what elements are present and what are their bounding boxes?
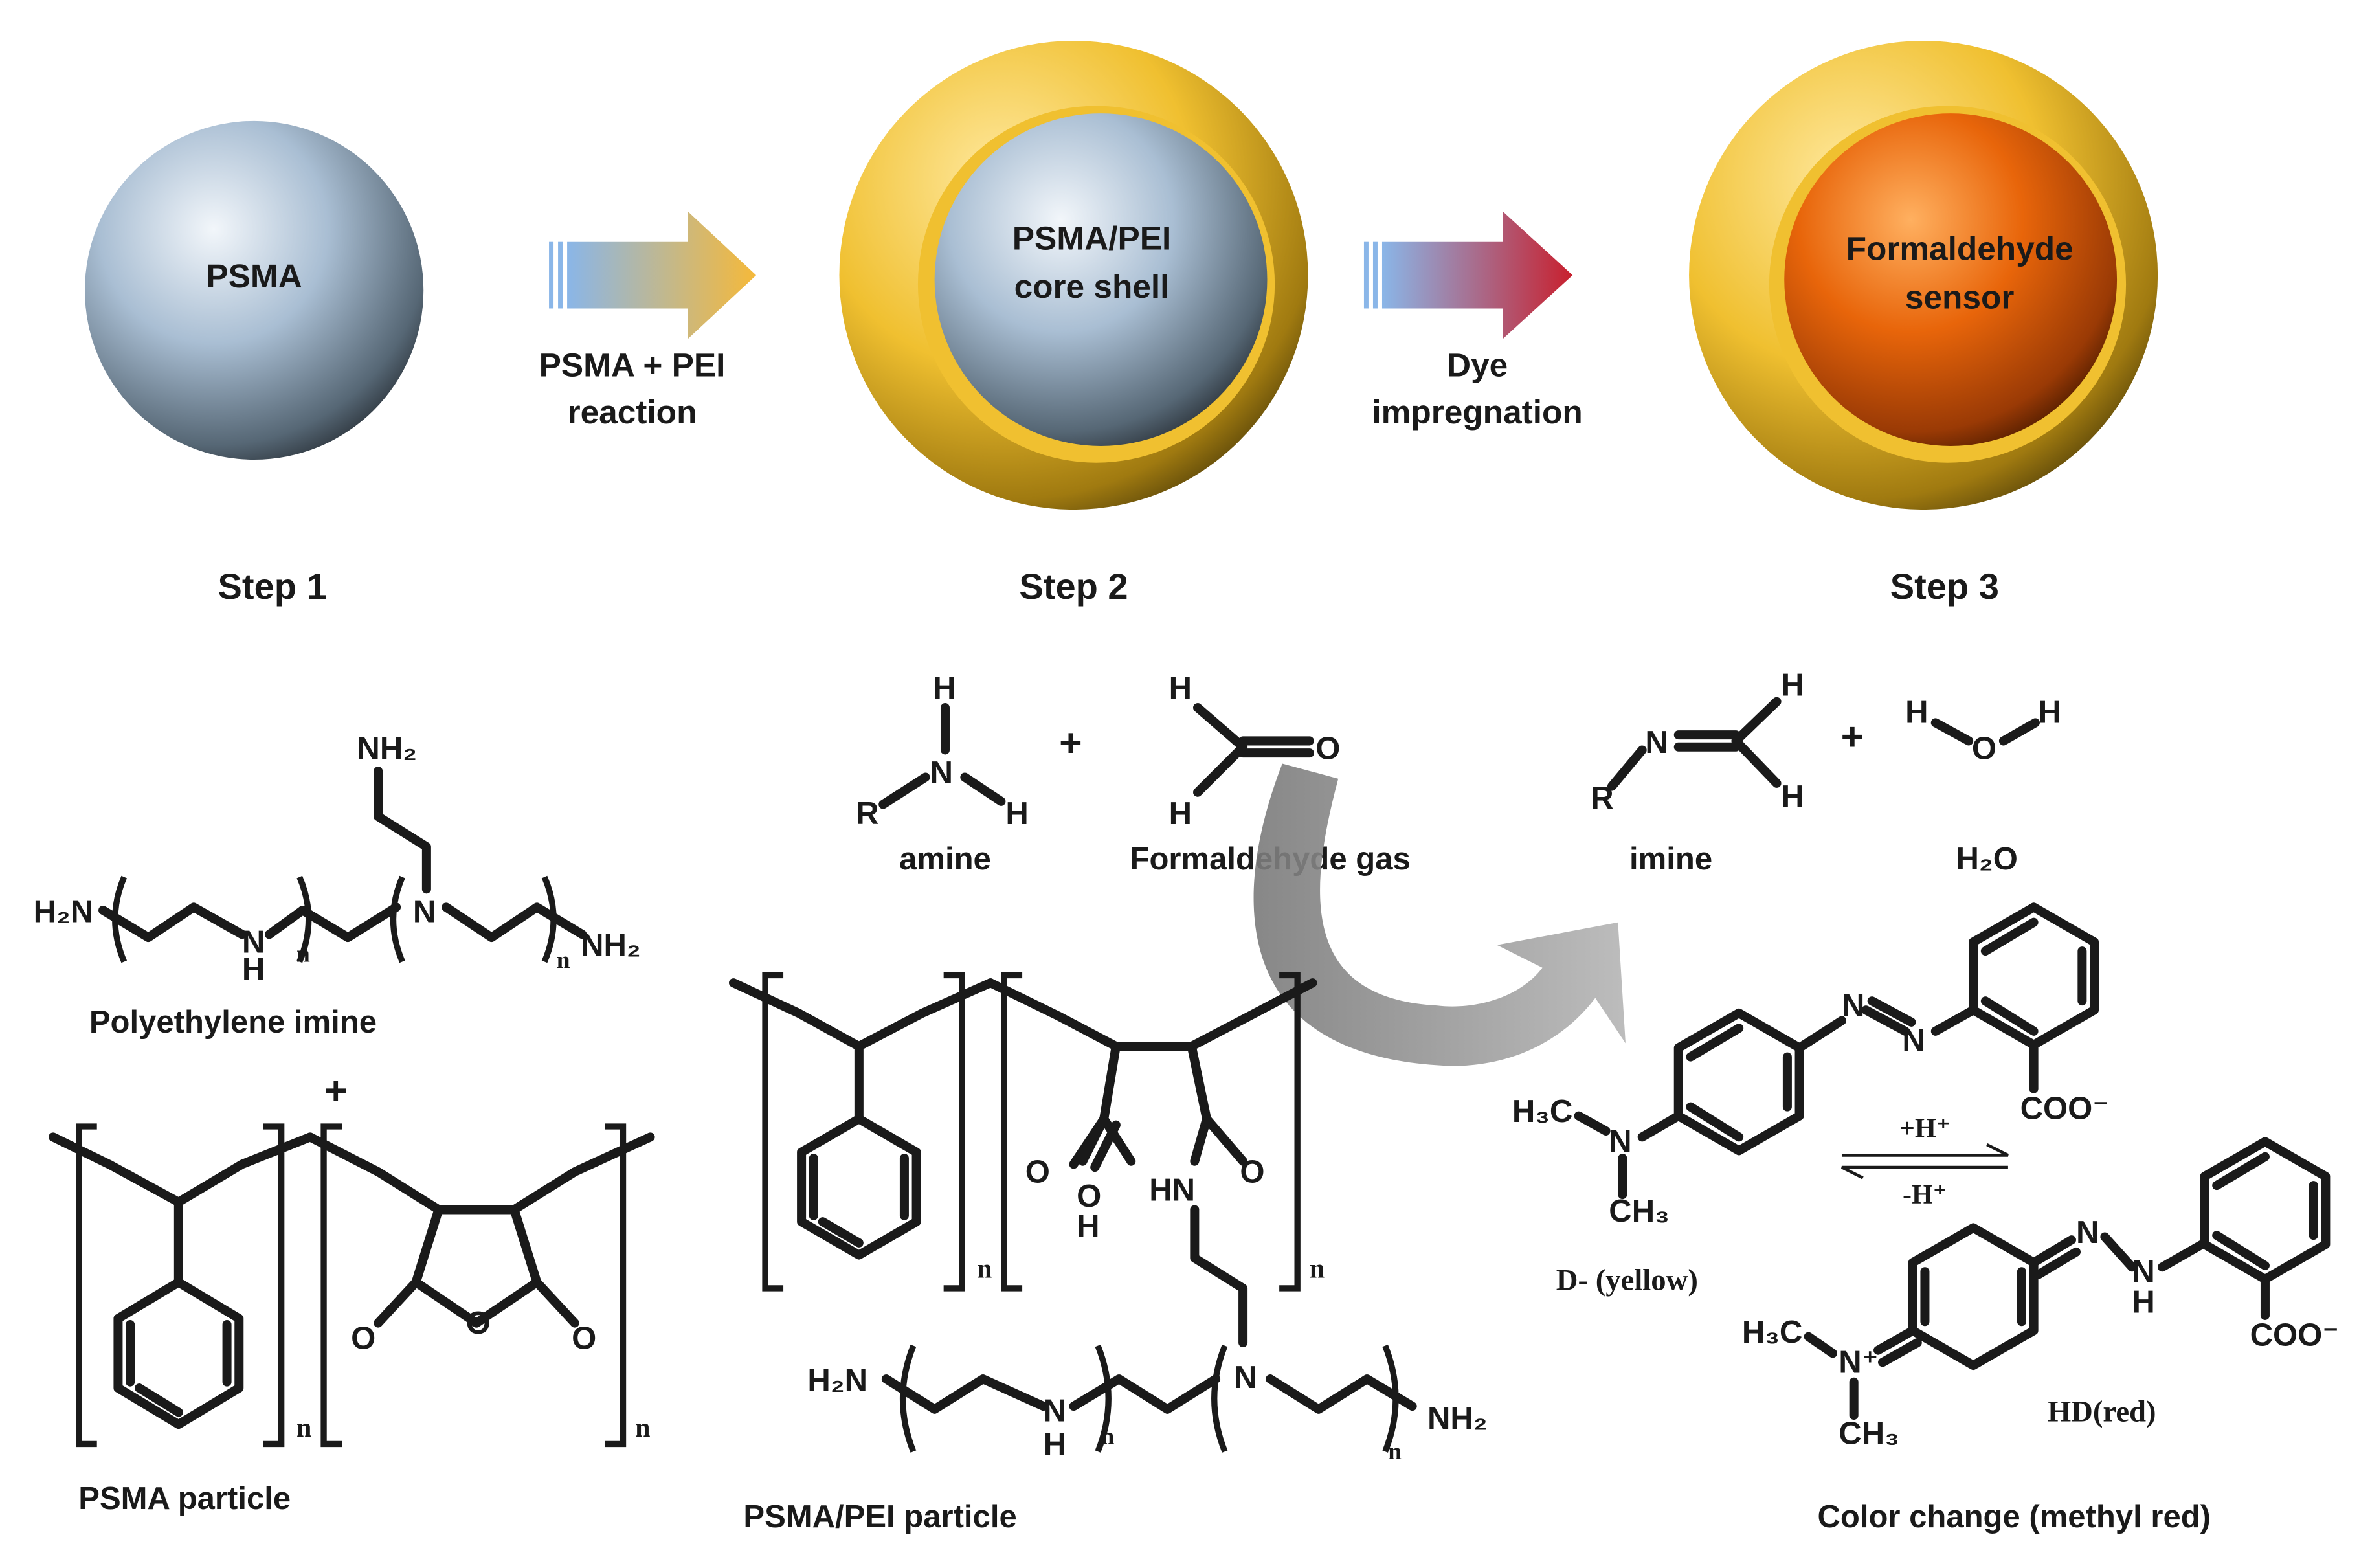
hd-n2: N — [2132, 1255, 2154, 1290]
pp-hn: HN — [1149, 1172, 1195, 1207]
psma-pei-caption: PSMA/PEI particle — [743, 1499, 1016, 1534]
imine-structure: N R H H imine — [1591, 667, 1804, 877]
water-caption: H₂O — [1956, 842, 2018, 877]
ch3-red: CH₃ — [1839, 1416, 1899, 1451]
amine-n: N — [930, 756, 953, 790]
step1-label: Step 1 — [218, 566, 327, 607]
core-shell-label-2: core shell — [1014, 267, 1170, 305]
core-shell-label-1: PSMA/PEI — [1012, 219, 1172, 256]
pp-n-branch: N — [1234, 1360, 1257, 1395]
psma-o-left: O — [351, 1321, 375, 1356]
hd-n-plus: N⁺ — [1839, 1345, 1878, 1380]
minus-h-label: -H⁺ — [1903, 1180, 1947, 1210]
pp-nh-h: H — [1044, 1427, 1066, 1462]
imine-caption: imine — [1629, 842, 1712, 877]
plus-sign-left: + — [324, 1068, 347, 1112]
plus-sign-imine: + — [1841, 714, 1864, 758]
color-change-caption: Color change (methyl red) — [1817, 1499, 2211, 1534]
pei-sub-n-2: n — [557, 947, 570, 974]
step2-label: Step 2 — [1019, 566, 1128, 607]
h3c-red: H₃C — [1742, 1315, 1803, 1350]
pp-sub-n-1: n — [977, 1255, 992, 1284]
psma-sphere: PSMA — [85, 120, 424, 460]
azo-n2: N — [1902, 1023, 1925, 1058]
ch3-yellow: CH₃ — [1609, 1194, 1670, 1229]
amine-h-right: H — [1005, 796, 1028, 831]
hd-red-label: HD(red) — [2048, 1394, 2156, 1428]
psma-o-right: O — [572, 1321, 596, 1356]
psma-sub-n-1: n — [296, 1413, 311, 1443]
pp-o-acid: O — [1025, 1154, 1050, 1189]
psma-o-ring: O — [466, 1306, 491, 1341]
psma-sub-n-2: n — [635, 1413, 650, 1443]
plus-sign-amine: + — [1059, 721, 1082, 765]
imine-n: N — [1645, 725, 1668, 760]
reaction-arrow-1: PSMA + PEI reaction — [539, 211, 757, 431]
pei-h2n-left: H₂N — [34, 895, 94, 930]
imine-h-bottom: H — [1782, 779, 1804, 814]
hd-n1: N — [2076, 1215, 2099, 1250]
amine-structure: H N R H amine — [856, 671, 1029, 877]
arrow1-line1: PSMA + PEI — [539, 346, 726, 384]
equilibrium-arrows: +H⁺ -H⁺ — [1840, 1114, 2009, 1210]
pp-nh2-right: NH₂ — [1427, 1401, 1488, 1436]
pei-sub-n-1: n — [296, 941, 310, 967]
imine-h-top: H — [1782, 667, 1804, 702]
pei-n-branch: N — [413, 895, 436, 930]
hcho-o: O — [1315, 731, 1340, 766]
psma-particle-structure: n O O O n PSMA particle — [48, 1123, 655, 1516]
sensor-label-2: sensor — [1905, 278, 2014, 315]
arrow2-line1: Dye — [1447, 346, 1508, 384]
impregnation-arrow-2: Dye impregnation — [1363, 211, 1583, 431]
imine-r: R — [1591, 781, 1613, 816]
water-h-right: H — [2039, 695, 2061, 730]
amine-r: R — [856, 796, 878, 831]
coo-red: COO⁻ — [2250, 1318, 2340, 1353]
sensor-label-1: Formaldehyde — [1846, 230, 2074, 267]
arrow1-line2: reaction — [568, 393, 697, 431]
methyl-red-red-structure: N N H COO⁻ N⁺ H₃C CH₃ HD(red) — [1742, 1137, 2340, 1451]
hd-nh-h: H — [2132, 1284, 2154, 1319]
pei-structure: H₂N N H n N NH₂ n NH₂ Polyethylene imine — [34, 731, 641, 1040]
pei-nh2-right: NH₂ — [581, 928, 641, 963]
pp-nh-n: N — [1044, 1393, 1066, 1428]
pp-sub-n-2: n — [1310, 1255, 1325, 1284]
pp-sub-n-4: n — [1388, 1439, 1402, 1465]
sensor-sphere: Formaldehyde sensor — [1689, 41, 2158, 510]
pp-h2n: H₂N — [807, 1363, 867, 1398]
water-o: O — [1972, 731, 1996, 766]
hcho-h-bottom: H — [1169, 796, 1192, 831]
pp-o-hydroxyl: O — [1077, 1179, 1101, 1214]
pei-nh-h: H — [242, 952, 265, 987]
pei-nh-n: N — [242, 924, 265, 959]
amine-h-top: H — [933, 671, 956, 706]
methyl-red-yellow-structure: N N COO⁻ N H₃C CH₃ D- (yellow) — [1512, 902, 2110, 1297]
plus-h-label: +H⁺ — [1899, 1114, 1951, 1143]
h3c-yellow: H₃C — [1512, 1094, 1572, 1129]
curved-reaction-arrow — [1253, 763, 1626, 1066]
step3-label: Step 3 — [1890, 566, 1999, 607]
psma-particle-caption: PSMA particle — [78, 1481, 291, 1516]
pp-o-amide: O — [1240, 1154, 1264, 1189]
d-yellow-label: D- (yellow) — [1556, 1263, 1698, 1297]
pei-caption: Polyethylene imine — [89, 1005, 377, 1040]
azo-n1: N — [1842, 989, 1864, 1024]
coo-yellow: COO⁻ — [2020, 1091, 2110, 1126]
pp-h-hydroxyl: H — [1077, 1209, 1099, 1244]
psma-pei-particle-structure: n O O H O HN n H₂N N H n N n NH₂ PSMA/PE… — [728, 972, 1488, 1534]
water-structure: H O H H₂O — [1905, 695, 2061, 877]
hcho-h-top: H — [1169, 671, 1192, 706]
water-h-left: H — [1905, 695, 1928, 730]
psma-sphere-label: PSMA — [206, 257, 302, 295]
core-shell-sphere: PSMA/PEI core shell — [839, 41, 1308, 510]
nme2-n: N — [1609, 1125, 1631, 1159]
amine-caption: amine — [899, 842, 991, 877]
pp-sub-n-3: n — [1101, 1423, 1115, 1450]
pei-nh2-top: NH₂ — [357, 731, 417, 766]
arrow2-line2: impregnation — [1372, 393, 1582, 431]
